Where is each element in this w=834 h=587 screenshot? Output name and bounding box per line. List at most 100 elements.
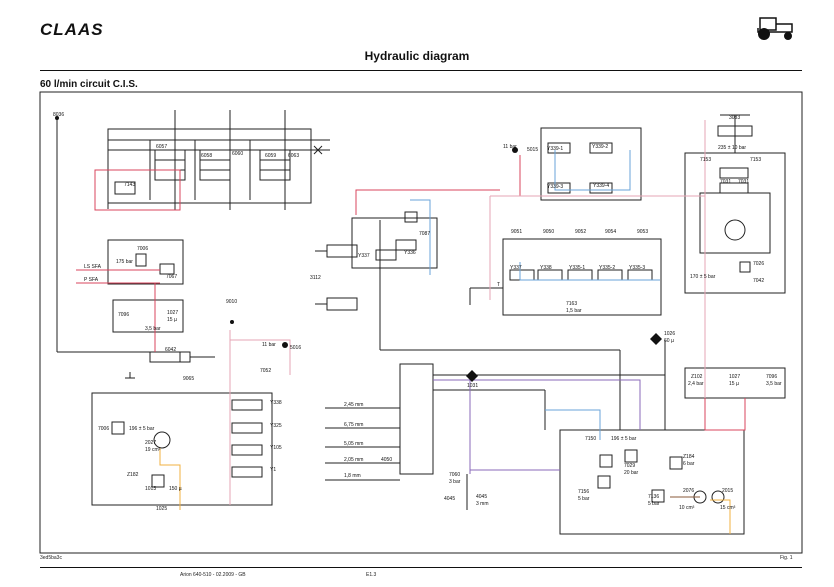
label-y1: Y1	[270, 467, 276, 473]
label-ls-sfa: LS SFA	[84, 264, 102, 270]
label-5bar-b: 5 bar	[648, 501, 660, 507]
label-7029: 7029	[624, 463, 635, 469]
pilot-block	[107, 239, 184, 285]
label-y335-2: Y335-2	[599, 265, 615, 271]
label-5bar-a: 5 bar	[578, 496, 590, 502]
label-2027: 2027	[145, 440, 156, 446]
label-7153-left: 7153	[700, 157, 711, 163]
label-35bar-left: 3,5 bar	[145, 326, 161, 332]
label-6060: 6060	[232, 151, 243, 157]
label-7031-left: 7031	[720, 179, 731, 185]
control-valve-block	[107, 128, 312, 204]
label-9050: 9050	[543, 229, 554, 235]
label-15u-right: 15 µ	[729, 381, 739, 387]
label-z184: Z184	[683, 454, 695, 460]
page-subtitle: 60 l/min circuit C.I.S.	[40, 79, 138, 90]
footer-page-code: E1.3	[366, 572, 377, 578]
footer-reference: Arion 640-510 - 02.2009 - GB	[180, 572, 246, 578]
label-y336: Y336	[404, 250, 416, 256]
footer-divider	[40, 567, 802, 568]
label-1013: 1013	[145, 486, 156, 492]
label-9051: 9051	[511, 229, 522, 235]
label-y105: Y105	[270, 445, 282, 451]
label-p-sfa: P SFA	[84, 277, 99, 283]
filter-block-left	[112, 299, 184, 333]
label-9054: 9054	[605, 229, 616, 235]
label-y338-b: Y338	[270, 400, 282, 406]
label-235bar: 235 ± 10 bar	[718, 145, 746, 151]
label-4050: 4050	[381, 457, 392, 463]
valve-box-y339	[540, 127, 642, 201]
label-6058: 6058	[201, 153, 212, 159]
label-15u-left: 15 µ	[167, 317, 177, 323]
label-170bar: 170 ± 5 bar	[690, 274, 716, 280]
label-6-75mm: 6,75 mm	[344, 422, 363, 428]
label-y335-1: Y335-1	[569, 265, 585, 271]
footer-figure: Fig. 1	[780, 555, 793, 561]
label-2-45mm: 2,45 mm	[344, 402, 363, 408]
label-1031: 1031	[467, 383, 478, 389]
label-3mm: 3 mm	[476, 501, 489, 507]
label-9052: 9052	[575, 229, 586, 235]
label-3033: 3033	[729, 115, 740, 121]
label-6057: 6057	[156, 144, 167, 150]
label-7156: 7156	[578, 489, 589, 495]
label-11bar-left: 11 bar	[262, 342, 276, 348]
lower-left-block	[91, 392, 273, 506]
label-7006: 7006	[137, 246, 148, 252]
label-8036: 8036	[53, 112, 64, 118]
label-y339-2: Y339-2	[592, 144, 608, 150]
label-6063: 6063	[288, 153, 299, 159]
label-7052: 7052	[260, 368, 271, 374]
label-1-5bar: 1,5 bar	[566, 308, 582, 314]
label-4045-right: 4045	[476, 494, 487, 500]
label-7096-right: 7096	[766, 374, 777, 380]
label-1025: 1025	[156, 506, 167, 512]
label-7087: 7087	[419, 231, 430, 237]
claas-logo: CLAAS	[40, 20, 104, 39]
label-3bar: 3 bar	[449, 479, 461, 485]
label-z182: Z182	[127, 472, 139, 478]
label-1027-right: 1027	[729, 374, 740, 380]
label-5016: 5016	[290, 345, 301, 351]
label-7060: 7060	[449, 472, 460, 478]
label-11bar-mid: 11 bar	[503, 144, 517, 150]
label-3-5bar-right: 3,5 bar	[766, 381, 782, 387]
valve-box-y337	[351, 217, 438, 269]
label-7096-left: 7096	[118, 312, 129, 318]
label-2076: 2076	[683, 488, 694, 494]
footer-code: 3ed5ba3c	[40, 555, 62, 561]
label-1-8mm: 1,8 mm	[344, 473, 361, 479]
label-196bar-left: 196 ± 5 bar	[129, 426, 155, 432]
label-5015: 5015	[527, 147, 538, 153]
label-7031-right: 7031	[738, 179, 749, 185]
label-1026: 1026	[664, 331, 675, 337]
label-4045-left: 4045	[444, 496, 455, 502]
label-9065: 9065	[183, 376, 194, 382]
label-20bar: 20 bar	[624, 470, 639, 476]
lower-right-block	[559, 429, 745, 535]
label-z102: Z102	[691, 374, 703, 380]
label-5-05mm: 5,05 mm	[344, 441, 363, 447]
filter-block-right	[684, 367, 786, 399]
label-y337: Y337	[358, 253, 370, 259]
label-2-05mm: 2,05 mm	[344, 457, 363, 463]
label-t: T	[497, 282, 500, 288]
label-60u: 60 µ	[664, 338, 674, 344]
label-2015: 2015	[722, 488, 733, 494]
label-y335-3: Y335-3	[629, 265, 645, 271]
label-7136: 7136	[648, 494, 659, 500]
diagram-frame	[39, 91, 803, 554]
label-196bar-right: 196 ± 5 bar	[611, 436, 637, 442]
label-y325: Y325	[270, 423, 282, 429]
label-3112: 3112	[310, 275, 321, 281]
label-6059: 6059	[265, 153, 276, 159]
label-7153-right: 7153	[750, 157, 761, 163]
label-7163: 7163	[566, 301, 577, 307]
label-15cm3: 15 cm³	[720, 505, 736, 511]
valve-box-9051	[502, 238, 662, 316]
label-y339-4: Y339-4	[593, 183, 609, 189]
label-2-4bar: 2,4 bar	[688, 381, 704, 387]
label-7150: 7150	[585, 436, 596, 442]
label-175bar: 175 bar	[116, 259, 133, 265]
